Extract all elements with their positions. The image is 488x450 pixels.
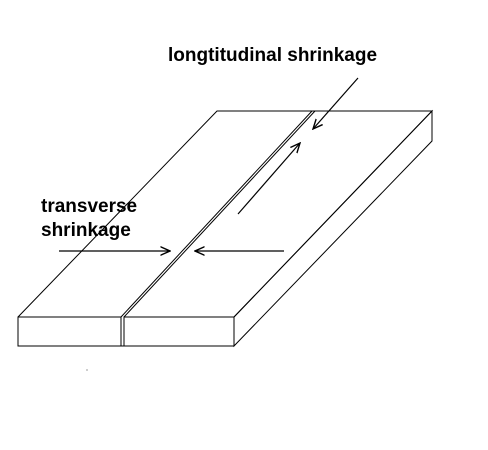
top-surface-outline	[17, 110, 434, 318]
longitudinal-arrow-inner	[237, 143, 300, 215]
transverse-label-line1: transverse	[41, 196, 137, 217]
stray-dot	[86, 369, 88, 371]
right-plate-side-face	[233, 109, 433, 348]
welded-plates	[17, 109, 434, 348]
right-plate-front-face	[123, 316, 235, 347]
left-plate-front-face	[17, 316, 122, 347]
shrinkage-arrows	[59, 77, 359, 251]
longitudinal-shrinkage-label: longtitudinal shrinkage	[168, 45, 377, 66]
transverse-label-line2: shrinkage	[41, 220, 131, 241]
longitudinal-arrow-top	[313, 77, 359, 129]
weld-seam	[120, 110, 316, 347]
